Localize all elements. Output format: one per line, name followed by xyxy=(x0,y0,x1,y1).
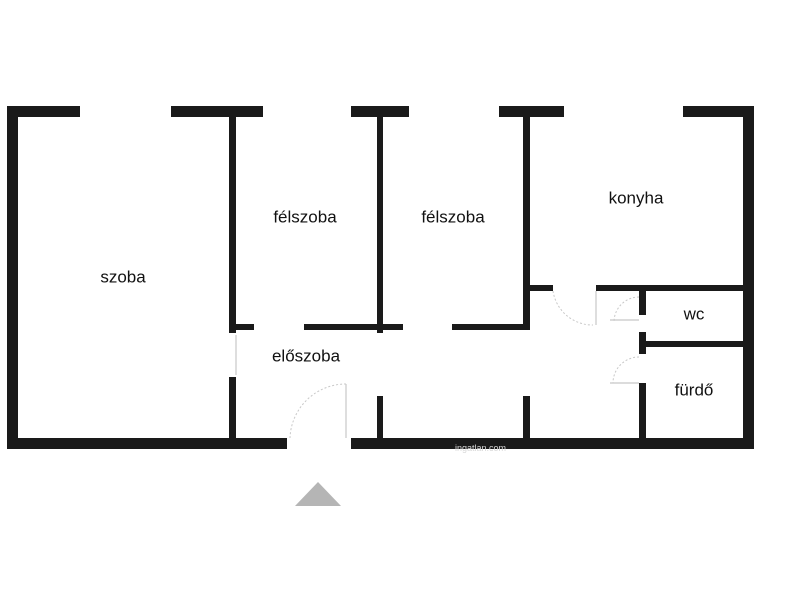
entrance-door-arc xyxy=(289,383,347,439)
room-label-felszoba-1: félszoba xyxy=(273,207,337,226)
wall-bottom-left xyxy=(7,438,287,449)
wall-konyha-bottom-a xyxy=(530,285,553,291)
wall-felszoba1-bottom-b xyxy=(304,324,377,330)
wall-felszoba2-bottom-b xyxy=(452,324,530,330)
wall-wc-bottom xyxy=(646,341,743,347)
doors xyxy=(235,290,640,439)
wall-wc-left-upper xyxy=(639,291,646,315)
room-label-konyha: konyha xyxy=(609,188,664,207)
furdo-door-arc xyxy=(612,356,640,384)
wc-door-arc xyxy=(613,296,640,323)
wall-felszoba1-bottom-a xyxy=(236,324,254,330)
room-label-furdo: fürdő xyxy=(675,380,714,399)
outer-walls xyxy=(7,106,754,449)
room-label-eloszoba: előszoba xyxy=(272,346,341,365)
wall-top-2 xyxy=(171,106,263,117)
wall-left xyxy=(7,106,18,449)
wall-right xyxy=(743,106,754,449)
wall-bottom-right xyxy=(351,438,754,449)
wall-furdo-left xyxy=(639,383,646,438)
wall-felszoba-divider xyxy=(377,117,383,333)
watermark-text: ingatlan.com xyxy=(455,443,506,453)
wall-top-3 xyxy=(351,106,409,117)
wall-top-4 xyxy=(499,106,564,117)
wall-hall-stub-1 xyxy=(377,396,383,438)
wall-hall-stub-2 xyxy=(523,396,530,438)
wall-top-1 xyxy=(7,106,80,117)
wall-szoba-right-lower xyxy=(229,377,236,438)
wall-konyha-bottom-b xyxy=(596,285,743,291)
entrance-arrow-icon xyxy=(295,482,341,506)
wall-wc-left-lower xyxy=(639,332,646,354)
room-label-felszoba-2: félszoba xyxy=(421,207,485,226)
wall-top-5 xyxy=(683,106,754,117)
room-label-szoba: szoba xyxy=(100,267,146,286)
interior-walls xyxy=(229,117,743,438)
wall-szoba-right-upper xyxy=(229,117,236,333)
room-label-wc: wc xyxy=(683,304,705,323)
wall-felszoba2-right xyxy=(523,117,530,329)
wall-felszoba2-bottom-a xyxy=(383,324,403,330)
konyha-door-arc xyxy=(552,290,594,326)
room-labels: szoba félszoba félszoba konyha előszoba … xyxy=(100,188,713,399)
